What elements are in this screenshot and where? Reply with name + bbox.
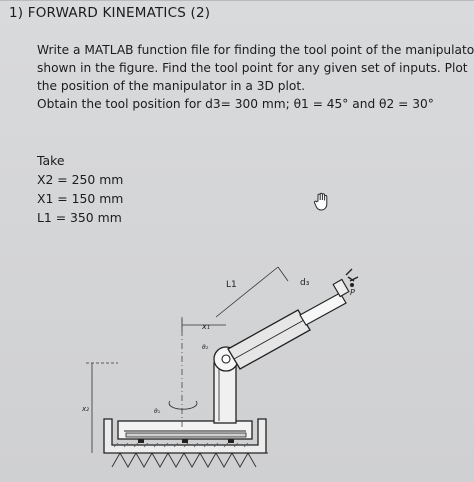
take-label: Take (37, 153, 65, 168)
label-p: P (350, 288, 355, 297)
problem-statement: Write a MATLAB function file for finding… (37, 41, 474, 113)
statement-line-3: the position of the manipulator in a 3D … (37, 79, 305, 93)
manipulator-figure: L1 d₃ P x₁ θ₁ θ₂ x₂ (81, 266, 359, 469)
label-theta1: θ₁ (154, 408, 161, 415)
gripper (345, 268, 359, 282)
hand-cursor-icon (314, 192, 328, 211)
value-x2: X2 = 250 mm (37, 172, 124, 187)
label-x1: x₁ (201, 322, 210, 331)
given-values: Take X2 = 250 mm X1 = 150 mm L1 = 350 mm (37, 151, 123, 227)
value-l1: L1 = 350 mm (37, 210, 122, 225)
problem-heading: 1) FORWARD KINEMATICS (2) (9, 5, 211, 21)
statement-line-2: shown in the figure. Find the tool point… (37, 61, 468, 75)
label-theta2: θ₂ (202, 344, 209, 351)
statement-line-1: Write a MATLAB function file for finding… (37, 43, 474, 57)
column (213, 362, 237, 424)
top-border (0, 0, 474, 1)
value-x1: X1 = 150 mm (37, 191, 124, 206)
label-d3: d₃ (300, 278, 310, 288)
label-x2: x₂ (81, 405, 89, 413)
prismatic-link-d3 (299, 292, 347, 326)
statement-line-4: Obtain the tool position for d3= 300 mm;… (37, 97, 434, 111)
ground-hatch (108, 451, 268, 469)
wrist (332, 278, 350, 298)
label-l1: L1 (226, 280, 237, 290)
theta1-arrow (168, 400, 198, 410)
